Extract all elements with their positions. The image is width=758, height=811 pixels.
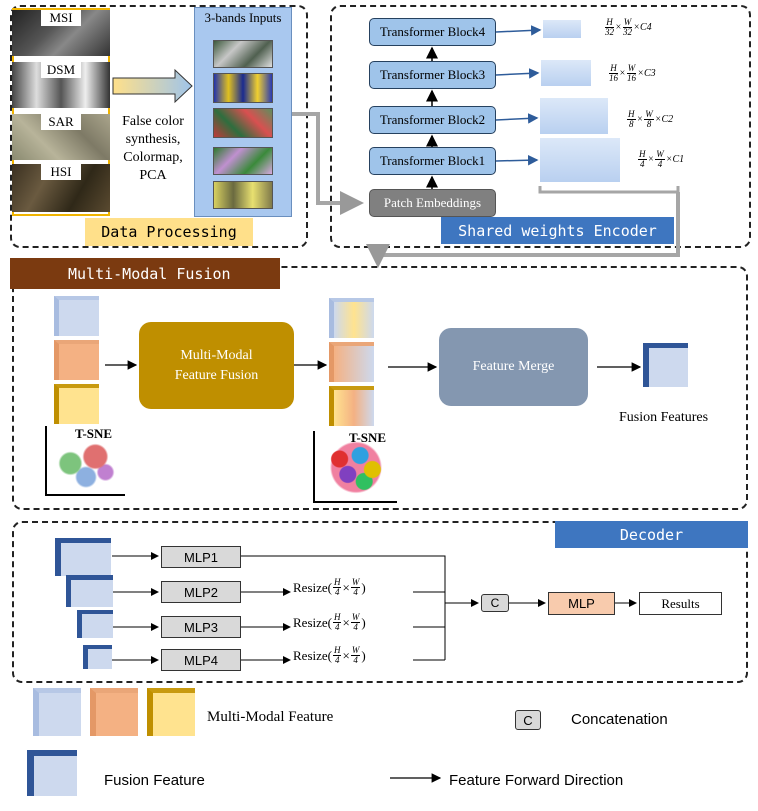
fusion-feature-cube	[643, 343, 688, 387]
fusion-input-cube-blue	[54, 296, 99, 336]
input-tile-1	[213, 40, 273, 68]
feature-map-2	[540, 98, 608, 134]
sar-label: SAR	[41, 114, 81, 130]
sar-source: SAR	[12, 114, 110, 160]
input-tile-3	[213, 108, 273, 138]
tsne-label-left: T-SNE	[75, 426, 113, 441]
concat-symbol: C	[481, 594, 509, 612]
feature-map-3	[541, 60, 591, 86]
fusion-label: Multi-Modal Fusion	[10, 258, 280, 289]
transformer-block-4: Transformer Block4	[369, 18, 496, 46]
legend-fusion-feature-cube	[27, 750, 77, 796]
results-block: Results	[639, 592, 722, 615]
msi-source: MSI	[12, 10, 110, 56]
inputs-title: 3-bands Inputs	[204, 10, 282, 25]
decoder-cube-1	[55, 538, 111, 576]
method-text: False color synthesis, Colormap, PCA	[122, 114, 184, 183]
tsne-plot-left: T-SNE	[45, 426, 125, 496]
decoder-label: Decoder	[555, 521, 748, 548]
mlp2-block: MLP2	[161, 581, 241, 603]
data-processing-label: Data Processing	[85, 218, 253, 246]
legend-cube-blue	[33, 688, 81, 736]
input-tile-5	[213, 181, 273, 209]
mlp4-block: MLP4	[161, 649, 241, 671]
transformer-block-1: Transformer Block1	[369, 147, 496, 175]
source-images-column	[12, 8, 110, 216]
legend-forward-direction-label: Feature Forward Direction	[449, 772, 624, 789]
processing-arrow	[112, 68, 193, 104]
fusion-features-label: Fusion Features	[619, 410, 709, 425]
legend-cube-yellow	[147, 688, 195, 736]
mlp1-block: MLP1	[161, 546, 241, 568]
tsne-label-right: T-SNE	[349, 430, 387, 445]
mlp3-block: MLP3	[161, 616, 241, 638]
fused-cube-salmon	[329, 342, 374, 382]
legend-multimodal-feature-label: Multi-Modal Feature	[207, 709, 334, 725]
final-mlp-block: MLP	[548, 592, 615, 615]
encoder-panel	[330, 5, 751, 248]
decoder-panel	[12, 521, 748, 683]
encoder-to-fusion-arrow	[366, 192, 680, 268]
decoder-cube-4	[83, 645, 112, 669]
decoder-cube-3	[77, 610, 113, 638]
encoder-label: Shared weights Encoder	[441, 217, 674, 244]
legend-fusion-feature-label: Fusion Feature	[104, 772, 205, 789]
fusion-input-cube-salmon	[54, 340, 99, 380]
tsne-plot-right: T-SNE	[313, 430, 397, 503]
feature-map-4	[543, 20, 581, 38]
legend-cube-salmon	[90, 688, 138, 736]
legend-concatenation-label: Concatenation	[571, 711, 668, 728]
decoder-cube-2	[66, 575, 113, 607]
dsm-label: DSM	[41, 62, 81, 78]
feature-merge-module: Feature Merge	[439, 328, 588, 406]
transformer-block-3: Transformer Block3	[369, 61, 496, 89]
legend-concat-symbol: C	[515, 710, 541, 730]
data-processing-panel	[10, 5, 308, 248]
feature-map-1	[540, 138, 620, 182]
patch-embeddings-block: Patch Embeddings	[369, 189, 496, 217]
input-tile-2	[213, 73, 273, 103]
inputs-to-encoder-arrow	[292, 112, 364, 215]
hsi-source: HSI	[12, 164, 110, 212]
fused-cube-blue	[329, 298, 374, 338]
fusion-input-cube-yellow	[54, 384, 99, 424]
input-tile-4	[213, 147, 273, 175]
fused-cube-yellow	[329, 386, 374, 426]
hsi-label: HSI	[41, 164, 81, 180]
msi-label: MSI	[41, 10, 81, 26]
transformer-block-2: Transformer Block2	[369, 106, 496, 134]
dsm-source: DSM	[12, 62, 110, 108]
multimodal-fusion-module: Multi-Modal Feature Fusion	[139, 322, 294, 409]
